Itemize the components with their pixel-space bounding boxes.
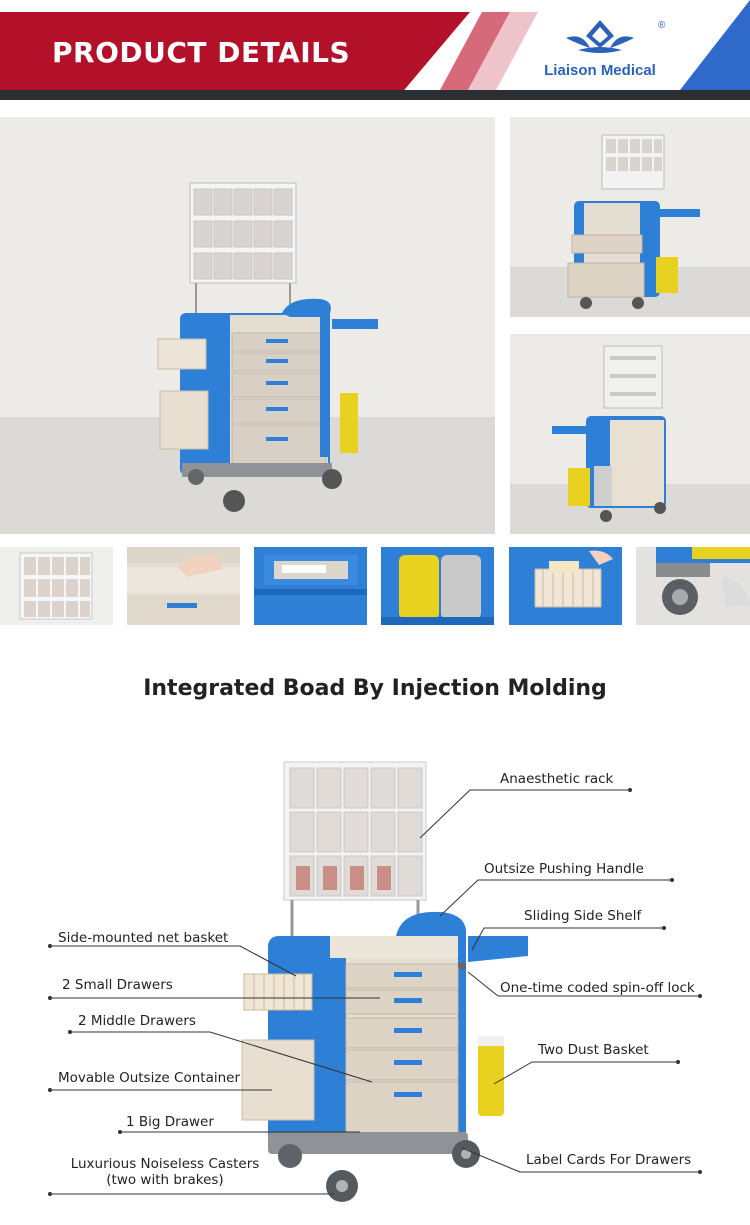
thumbnail-rack bbox=[0, 547, 113, 625]
page-title: PRODUCT DETAILS bbox=[52, 36, 351, 69]
callout-side-shelf: Sliding Side Shelf bbox=[524, 908, 642, 924]
section-title: Integrated Boad By Injection Molding bbox=[143, 676, 607, 701]
cart-illustration bbox=[48, 761, 702, 1202]
thumbnail-drawer bbox=[127, 547, 240, 625]
callout-casters: Luxurious Noiseless Casters (two with br… bbox=[60, 1156, 270, 1188]
brand-logo: ® Liaison Medical bbox=[530, 18, 670, 82]
callout-casters-line1: Luxurious Noiseless Casters bbox=[70, 1156, 260, 1172]
callout-anaesthetic-rack: Anaesthetic rack bbox=[500, 771, 614, 787]
thumbnail-dust-basket bbox=[381, 547, 494, 625]
side-view-photo bbox=[510, 117, 750, 317]
logo-mark-icon bbox=[566, 20, 634, 53]
header-banner: PRODUCT DETAILS ® Liaison Medical bbox=[0, 0, 750, 100]
callout-small-drawers: 2 Small Drawers bbox=[62, 977, 173, 993]
thumbnail-caster bbox=[636, 547, 750, 625]
callout-big-drawer: 1 Big Drawer bbox=[126, 1114, 214, 1130]
thumbnail-net-basket bbox=[509, 547, 622, 625]
brand-name: Liaison Medical bbox=[544, 62, 656, 79]
callout-label-cards: Label Cards For Drawers bbox=[526, 1152, 692, 1168]
rear-view-photo bbox=[510, 334, 750, 534]
callout-casters-line2: (two with brakes) bbox=[106, 1172, 224, 1188]
thumbnail-drawer-open bbox=[254, 547, 367, 625]
header-blue-corner bbox=[680, 0, 750, 90]
header-underline bbox=[0, 90, 750, 100]
callout-movable-container: Movable Outsize Container bbox=[58, 1070, 240, 1086]
callout-net-basket: Side-mounted net basket bbox=[58, 930, 229, 946]
callout-spin-off-lock: One-time coded spin-off lock bbox=[500, 980, 695, 996]
callout-pushing-handle: Outsize Pushing Handle bbox=[484, 861, 644, 877]
header-red-band bbox=[0, 12, 470, 90]
main-product-photo bbox=[0, 117, 495, 534]
annotated-cart-diagram: Anaesthetic rack Outsize Pushing Handle … bbox=[0, 740, 750, 1225]
callout-dust-basket: Two Dust Basket bbox=[538, 1042, 649, 1058]
callout-middle-drawers: 2 Middle Drawers bbox=[78, 1013, 196, 1029]
registered-mark: ® bbox=[658, 20, 666, 31]
